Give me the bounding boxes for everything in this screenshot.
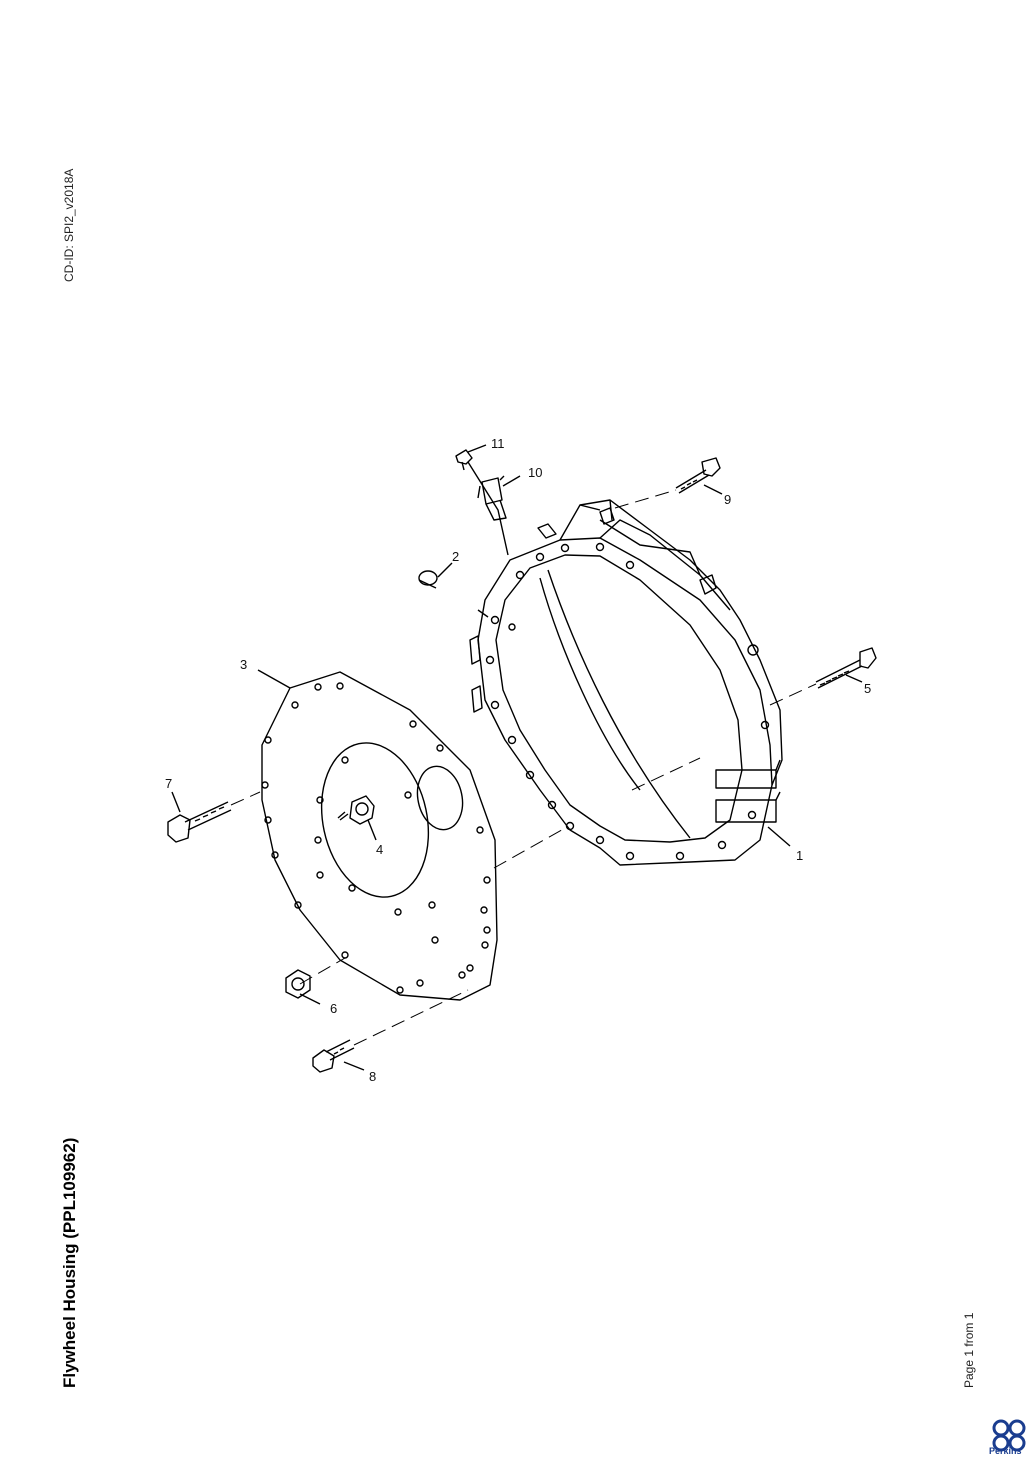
- callout-6: 6: [330, 1001, 337, 1016]
- bolt-part-8: [312, 1039, 355, 1073]
- adapter-plate-part: [261, 671, 498, 1001]
- long-bolt-part-5: [815, 647, 877, 689]
- callout-8: 8: [369, 1069, 376, 1084]
- bolt-part-9: [675, 457, 721, 494]
- callout-9: 9: [724, 492, 731, 507]
- callout-10: 10: [528, 465, 542, 480]
- bolt-part-7: [167, 801, 232, 843]
- callout-1: 1: [796, 848, 803, 863]
- perkins-logo-icon: [992, 1419, 1026, 1452]
- callout-2: 2: [452, 549, 459, 564]
- brand-name: Perkins: [989, 1446, 1022, 1456]
- plug-part: [418, 570, 438, 589]
- callout-5: 5: [864, 681, 871, 696]
- callout-4: 4: [376, 842, 383, 857]
- nut-part-6: [285, 969, 311, 999]
- callout-3: 3: [240, 657, 247, 672]
- flywheel-housing-part: [469, 499, 783, 866]
- screw-part-11: [455, 449, 473, 471]
- sensor-part-10: [477, 475, 507, 521]
- callout-7: 7: [165, 776, 172, 791]
- stud-nut-part: [337, 795, 375, 825]
- callout-11: 11: [491, 436, 505, 451]
